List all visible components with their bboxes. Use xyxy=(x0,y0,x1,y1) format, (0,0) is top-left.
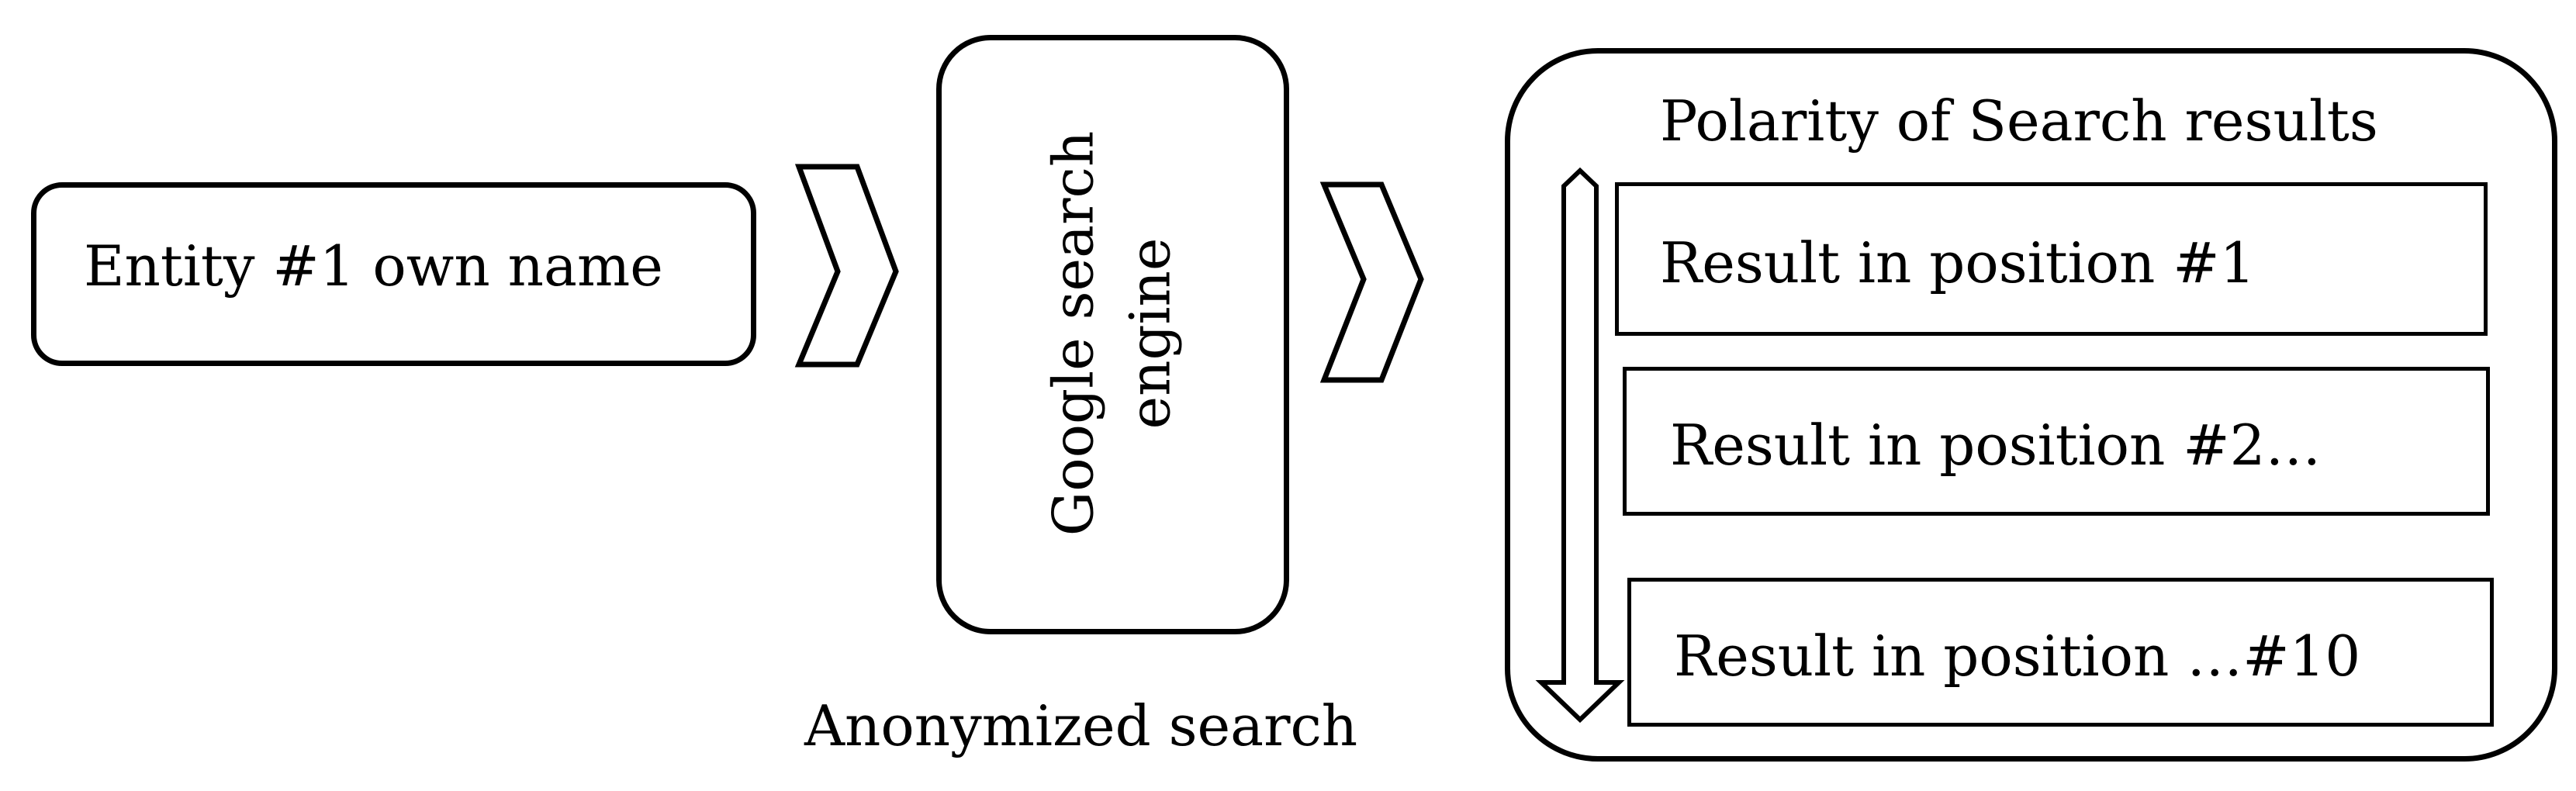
chevron-right-icon xyxy=(1319,181,1424,383)
result-label-1: Result in position #1 xyxy=(1660,230,2256,295)
search-engine-box xyxy=(936,35,1289,634)
result-box-2 xyxy=(1623,367,2490,516)
result-box-1 xyxy=(1615,182,2488,336)
search-engine-label: Google search engine xyxy=(1036,131,1190,536)
anonymized-search-label: Anonymized search xyxy=(804,693,1358,758)
result-label-3: Result in position …#10 xyxy=(1674,623,2361,689)
chevron-right-icon xyxy=(794,164,899,368)
result-box-3 xyxy=(1627,578,2494,727)
result-label-2: Result in position #2… xyxy=(1670,413,2322,478)
results-panel-title: Polarity of Search results xyxy=(1660,88,2378,154)
search-engine-label-line-1: Google search xyxy=(1040,130,1106,537)
search-engine-label-line-2: engine xyxy=(1118,237,1183,430)
entity-name-box xyxy=(31,182,756,366)
entity-name-label: Entity #1 own name xyxy=(84,233,663,299)
